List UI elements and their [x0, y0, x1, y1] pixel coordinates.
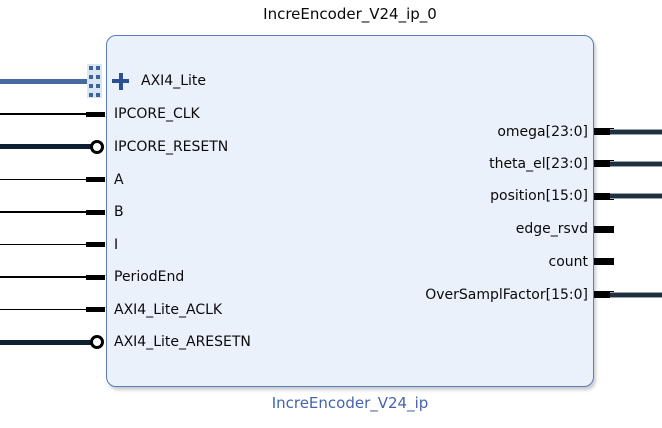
port-label[interactable]: theta_el[23:0]	[489, 155, 588, 172]
signal-wire[interactable]	[0, 211, 92, 213]
port-label[interactable]: count	[548, 253, 589, 270]
port-label[interactable]: I	[114, 236, 119, 253]
pin-stub[interactable]	[594, 160, 614, 167]
pin-stub[interactable]	[594, 128, 614, 135]
port-label[interactable]: OverSamplFactor[15:0]	[425, 286, 588, 303]
interface-wire[interactable]	[0, 78, 87, 84]
signal-wire[interactable]	[0, 113, 92, 115]
reset-wire[interactable]	[0, 339, 91, 345]
signal-wire[interactable]	[0, 308, 92, 311]
expand-plus-icon[interactable]	[112, 72, 129, 90]
signal-wire[interactable]	[0, 178, 92, 181]
pin-stub[interactable]	[86, 274, 105, 280]
port-label[interactable]: position[15:0]	[490, 188, 588, 204]
port-label[interactable]: edge_rsvd	[515, 221, 588, 237]
instance-name[interactable]: IncreEncoder_V24_ip_0	[263, 5, 437, 23]
pin-stub[interactable]	[86, 209, 105, 215]
pin-stub[interactable]	[594, 192, 614, 200]
pin-stub[interactable]	[86, 111, 105, 117]
port-label[interactable]: IPCORE_RESETN	[114, 138, 229, 155]
port-label[interactable]: AXI4_Lite	[141, 73, 206, 89]
pin-stub[interactable]	[86, 177, 105, 182]
signal-wire[interactable]	[0, 276, 92, 278]
pin-stub[interactable]	[594, 291, 614, 298]
port-label[interactable]: AXI4_Lite_ACLK	[114, 301, 223, 318]
port-label[interactable]: PeriodEnd	[114, 269, 185, 285]
inverted-pin-bubble-icon[interactable]	[90, 139, 104, 154]
dashed-connector-dots-icon	[87, 64, 102, 98]
port-label[interactable]: B	[114, 204, 124, 220]
ip-type-label: IncreEncoder_V24_ip	[271, 394, 429, 412]
port-label[interactable]: A	[114, 171, 124, 188]
pin-stub[interactable]	[86, 242, 105, 247]
port-label[interactable]: AXI4_Lite_ARESETN	[114, 334, 251, 350]
reset-wire[interactable]	[0, 144, 91, 149]
pin-stub[interactable]	[594, 258, 614, 265]
bus-wire[interactable]	[610, 291, 662, 298]
port-label[interactable]: omega[23:0]	[497, 123, 588, 140]
pin-stub[interactable]	[594, 225, 614, 233]
signal-wire[interactable]	[0, 243, 92, 246]
port-label[interactable]: IPCORE_CLK	[114, 106, 200, 122]
inverted-pin-bubble-icon[interactable]	[90, 335, 104, 349]
ip-block[interactable]	[106, 35, 594, 387]
bus-wire[interactable]	[610, 160, 662, 167]
bus-wire[interactable]	[610, 128, 662, 135]
bus-wire[interactable]	[610, 193, 662, 199]
pin-stub[interactable]	[86, 307, 105, 312]
